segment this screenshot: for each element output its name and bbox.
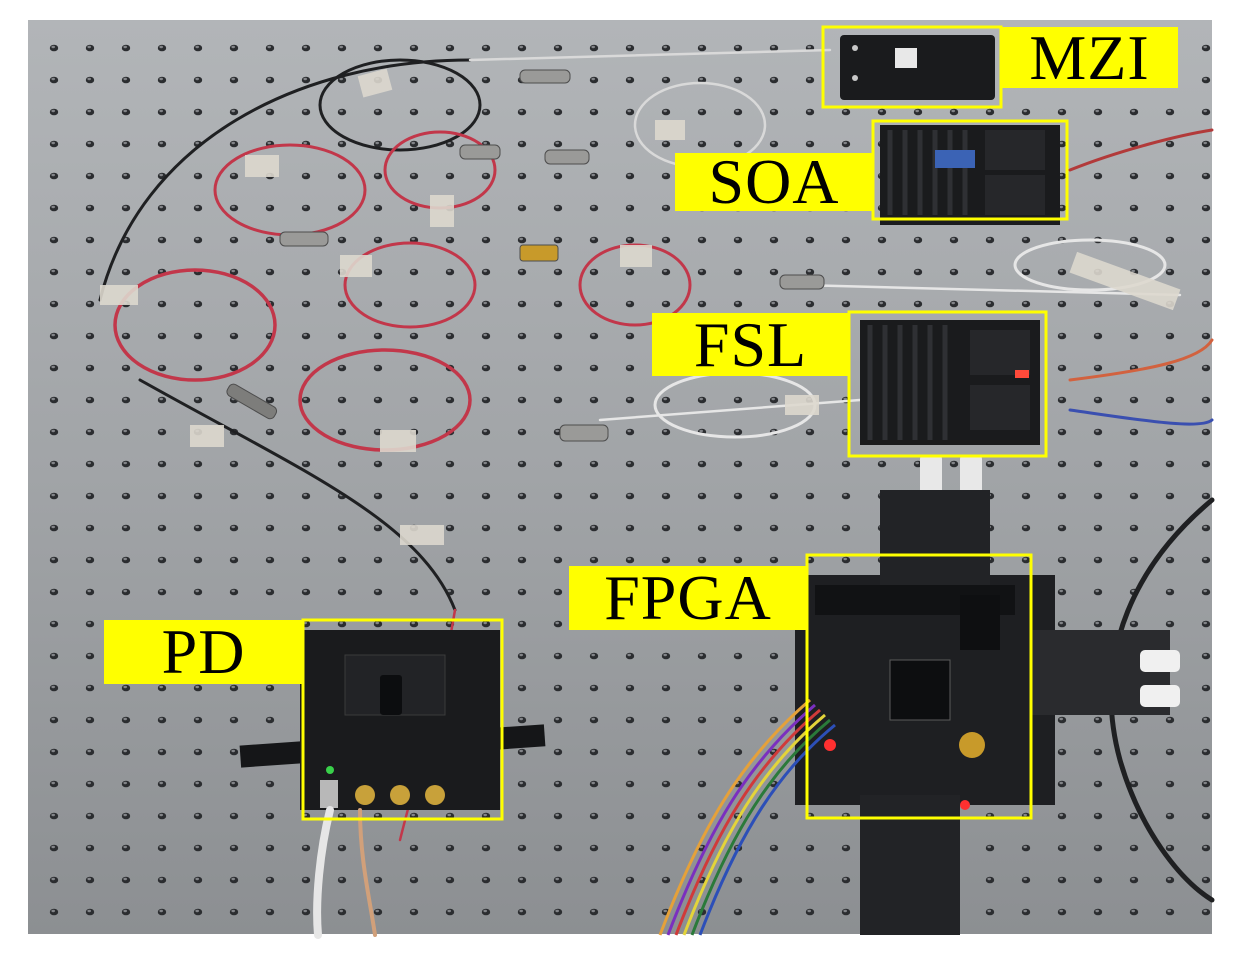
mzi-label: MZI <box>1001 25 1178 89</box>
ribbon-cable <box>658 698 836 936</box>
fpga-outline-box <box>805 553 1033 820</box>
fpga-board <box>795 490 1180 935</box>
tape-strips <box>100 68 1181 545</box>
pd-device <box>239 630 546 810</box>
fpga-label: FPGA <box>569 566 807 630</box>
soa-label: SOA <box>675 150 873 214</box>
fsl-device <box>860 320 1040 497</box>
pd-label: PD <box>104 620 303 684</box>
fsl-label: FSL <box>652 312 849 376</box>
fiber-couplers <box>226 69 825 442</box>
soa-outline-box <box>871 119 1069 221</box>
mzi-device <box>840 35 995 100</box>
fsl-outline-box <box>847 310 1048 458</box>
pd-cables <box>313 806 377 939</box>
pd-outline-box <box>301 618 504 821</box>
soa-device <box>880 125 1060 225</box>
